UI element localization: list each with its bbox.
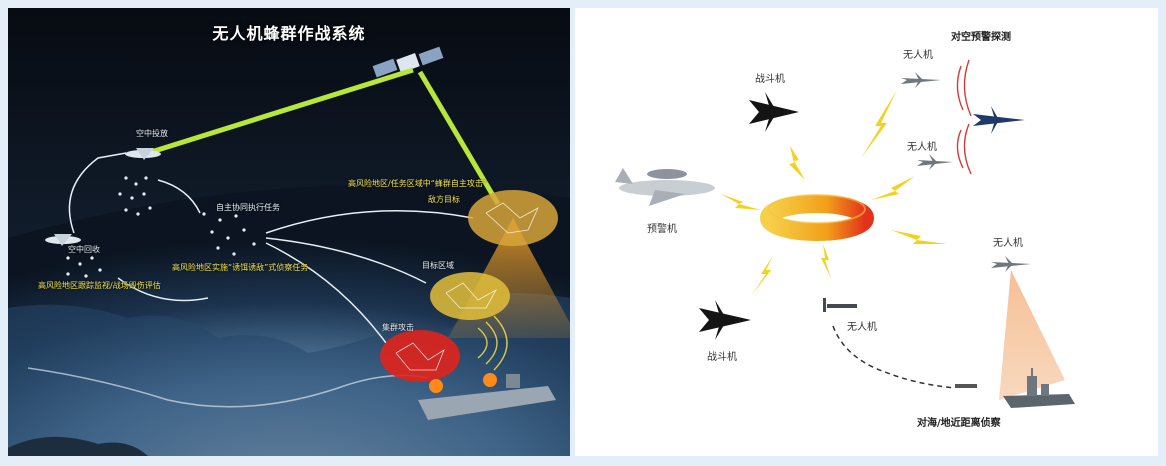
- label-uav-right: 无人机: [993, 238, 1023, 249]
- laser-link-satellite-relay: [147, 67, 414, 156]
- flight-path-recovery: [68, 152, 127, 234]
- label-uav-top: 无人机: [903, 50, 933, 61]
- path-to-group-attack: [265, 242, 387, 344]
- illustration-canvas: [8, 8, 570, 456]
- label-enemy-target: 敌方目标: [428, 195, 460, 204]
- lightning-to-early-warning: [721, 194, 761, 210]
- target-area-swarm: [468, 190, 558, 246]
- enemy-aircraft-icon: [973, 106, 1025, 134]
- lightning-to-uav-top: [861, 90, 897, 158]
- label-high-risk-left: 高风险地区跟踪监视/战场毁伤评估: [38, 281, 161, 290]
- label-air-relay: 空中投放: [136, 129, 168, 138]
- uav-top-icon: [901, 72, 941, 88]
- warship-icon: [1003, 368, 1075, 408]
- label-air-recovery: 空中回收: [68, 245, 100, 254]
- label-autonomous-mission: 自主协同执行任务: [216, 203, 280, 212]
- recovery-aircraft-icon: [45, 234, 81, 246]
- networked-platform-diagram: 战斗机 无人机 对空预警探测 无人机 预警机 无人机 无人机 战斗机 对海/地近…: [575, 8, 1158, 456]
- label-uav-mid: 无人机: [907, 142, 937, 153]
- lightning-to-uav-mid: [871, 176, 915, 200]
- aircraft-carrier-icon: [418, 373, 556, 420]
- detection-arcs: [956, 59, 972, 175]
- transport-aircraft-icon: [125, 148, 161, 160]
- label-fighter-top: 战斗机: [755, 74, 785, 85]
- lightning-to-fighter-top: [789, 146, 805, 180]
- label-air-warning: 对空预警探测: [951, 32, 1011, 43]
- flight-path-deploy: [157, 179, 201, 214]
- label-target-area: 目标区域: [422, 261, 454, 270]
- swarm-operations-illustration: 无人机蜂群作战系统 空中投放 空中回收 高风险地区跟踪监视/战场毁伤评估 自主协…: [8, 8, 570, 456]
- radar-waves: [477, 315, 508, 371]
- lightning-to-uav-right: [891, 230, 947, 244]
- laser-link-satellite-target: [417, 70, 501, 206]
- label-group-attack: 集群攻击: [382, 323, 414, 332]
- label-early-warning: 预警机: [647, 224, 677, 235]
- uav-mid-icon: [917, 154, 953, 170]
- path-to-enemy-target: [265, 237, 427, 284]
- label-high-risk-top: 高风险地区/任务区域中“蜂群自主攻击”: [348, 179, 487, 188]
- lightning-to-fighter-bottom: [751, 256, 773, 296]
- drone-swarm-dots: [66, 176, 256, 278]
- path-to-target-area: [265, 210, 474, 234]
- path-decoy: [117, 277, 209, 302]
- reconnaissance-cone: [999, 270, 1065, 400]
- label-decoy-mission: 高风险地区实施“诱饵诱敌”式侦察任务: [172, 263, 309, 272]
- label-uav-center: 无人机: [847, 322, 877, 333]
- swarm-network-lines: [395, 202, 539, 371]
- central-network-ring: [760, 194, 874, 241]
- fighter-jet-top-icon: [749, 92, 799, 132]
- land-corner: [8, 436, 148, 456]
- route-line: [27, 367, 429, 408]
- missile-icon: [955, 384, 977, 388]
- diagram-canvas: [615, 59, 1075, 408]
- uav-right-icon: [991, 256, 1031, 272]
- enemy-target-swarm: [430, 272, 510, 320]
- fighter-jet-bottom-icon: [699, 300, 751, 340]
- label-sea-land-recon: 对海/地近距离侦察: [917, 418, 1001, 429]
- label-fighter-bottom: 战斗机: [707, 352, 737, 363]
- lightning-to-uav-center: [821, 244, 831, 278]
- illustration-title: 无人机蜂群作战系统: [212, 24, 366, 43]
- early-warning-aircraft-icon: [615, 168, 715, 206]
- group-attack-swarm: [380, 330, 460, 382]
- missile-trajectory: [832, 325, 956, 389]
- lightning-links: [721, 90, 947, 296]
- satellite-icon: [372, 46, 444, 78]
- uav-center-icon: [823, 298, 857, 312]
